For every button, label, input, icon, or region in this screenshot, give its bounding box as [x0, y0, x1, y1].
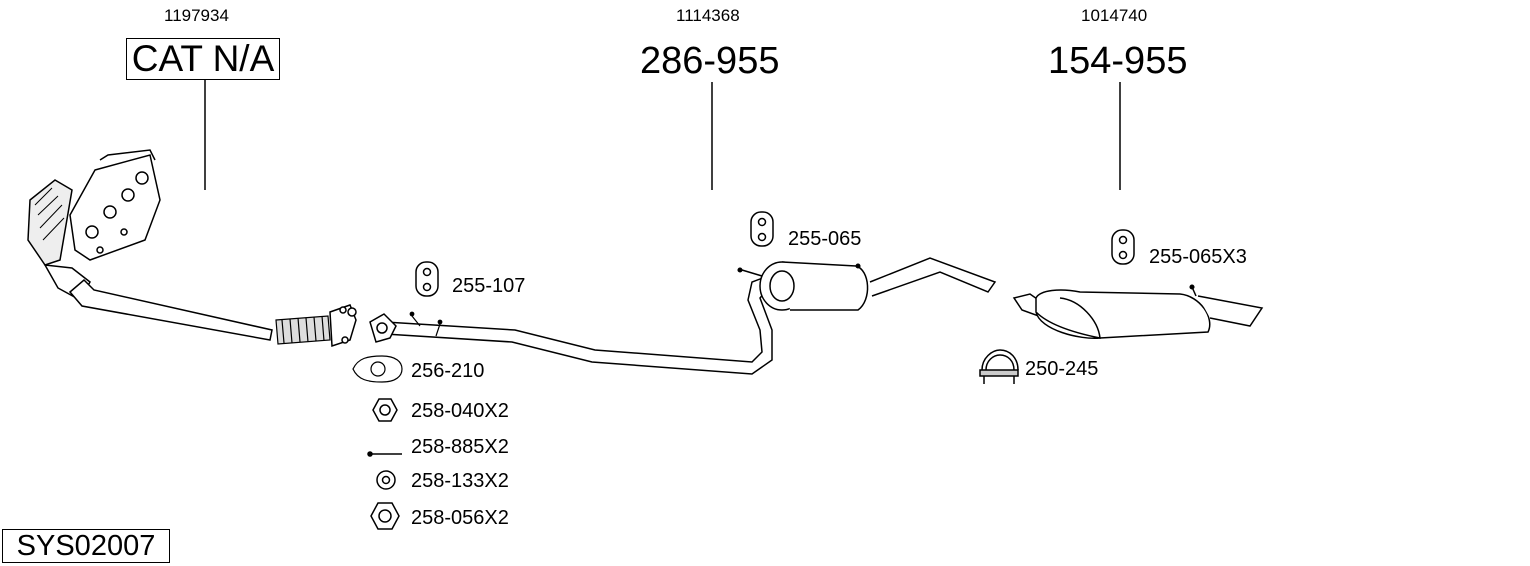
middle-silencer-icon: [737, 257, 997, 311]
rubber-hanger-icon-255-107: [415, 261, 439, 297]
label-255-065x3: 255-065X3: [1149, 246, 1247, 268]
system-code-box: SYS02007: [2, 529, 170, 563]
rubber-hanger-icon-255-065x3: [1111, 229, 1135, 265]
flange-icon: [329, 304, 357, 348]
bolt-icon: [367, 451, 402, 457]
label-255-065: 255-065: [788, 228, 862, 250]
clamp-icon: [979, 349, 1019, 384]
label-250-245: 250-245: [1025, 358, 1099, 380]
pipe-hangers: [409, 311, 443, 337]
rear-silencer-icon: [1012, 284, 1264, 339]
washer-icon: [376, 470, 396, 490]
label-258-040x2: 258-040X2: [411, 400, 509, 422]
flex-joint-icon: [275, 315, 331, 345]
part-code-left-box: CAT N/A: [126, 38, 280, 80]
part-ref-left: 1197934: [164, 6, 229, 25]
part-ref-right: 1014740: [1081, 6, 1148, 25]
label-258-056x2: 258-056X2: [411, 507, 509, 529]
gasket-flange-icon: [369, 313, 397, 343]
part-ref-mid: 1114368: [676, 6, 740, 25]
label-255-107: 255-107: [452, 275, 526, 297]
label-256-210: 256-210: [411, 360, 485, 382]
label-258-885x2: 258-885X2: [411, 436, 509, 458]
gasket-icon: [352, 355, 403, 383]
part-code-right: 154-955: [1048, 40, 1188, 82]
hex-nut-icon-040: [372, 398, 398, 422]
rubber-hanger-icon-255-065: [750, 211, 774, 247]
part-code-mid: 286-955: [640, 40, 780, 82]
exhaust-manifold-icon: [27, 149, 161, 302]
hex-nut-icon-056: [370, 502, 400, 530]
label-258-133x2: 258-133X2: [411, 470, 509, 492]
front-pipe: [68, 278, 273, 341]
